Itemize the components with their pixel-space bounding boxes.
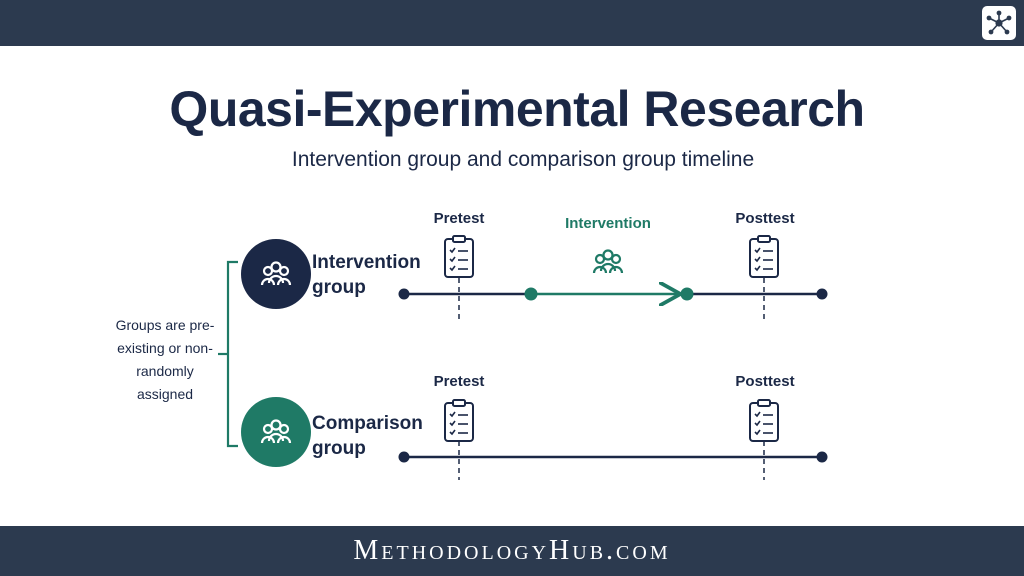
footer-bar: MethodologyHub.com xyxy=(0,526,1024,576)
logo-badge[interactable] xyxy=(982,6,1016,40)
pretest-label: Pretest xyxy=(433,210,485,227)
diagram-title: Quasi-Experimental Research xyxy=(169,81,865,137)
clipboard-icon xyxy=(444,235,474,278)
pretest-label: Pretest xyxy=(433,373,485,390)
intervention-group-circle xyxy=(241,239,311,309)
comparison-group-circle xyxy=(241,397,311,467)
clipboard-icon xyxy=(444,399,474,442)
site-name[interactable]: MethodologyHub.com xyxy=(353,535,671,566)
group-bracket xyxy=(226,260,238,448)
intervention-label: Intervention xyxy=(565,215,651,232)
people-icon xyxy=(592,249,624,275)
timeline-dot xyxy=(816,288,828,300)
top-bar xyxy=(0,0,1024,46)
timeline-dot xyxy=(398,451,410,463)
network-nodes-icon xyxy=(986,10,1012,35)
posttest-label: Posttest xyxy=(735,210,795,227)
clipboard-icon xyxy=(749,399,779,442)
timeline-dot xyxy=(680,287,694,301)
timeline-dot xyxy=(398,288,410,300)
diagram-subtitle: Intervention group and comparison group … xyxy=(291,148,755,171)
timeline-dot xyxy=(816,451,828,463)
comparison-group-label: Comparison group xyxy=(312,413,423,459)
timeline-dot xyxy=(524,287,538,301)
group-note: Groups are pre-existing or non-randomly … xyxy=(115,317,215,402)
clipboard-icon xyxy=(749,235,779,278)
posttest-label: Posttest xyxy=(735,373,795,390)
intervention-group-label: Intervention group xyxy=(312,252,421,298)
